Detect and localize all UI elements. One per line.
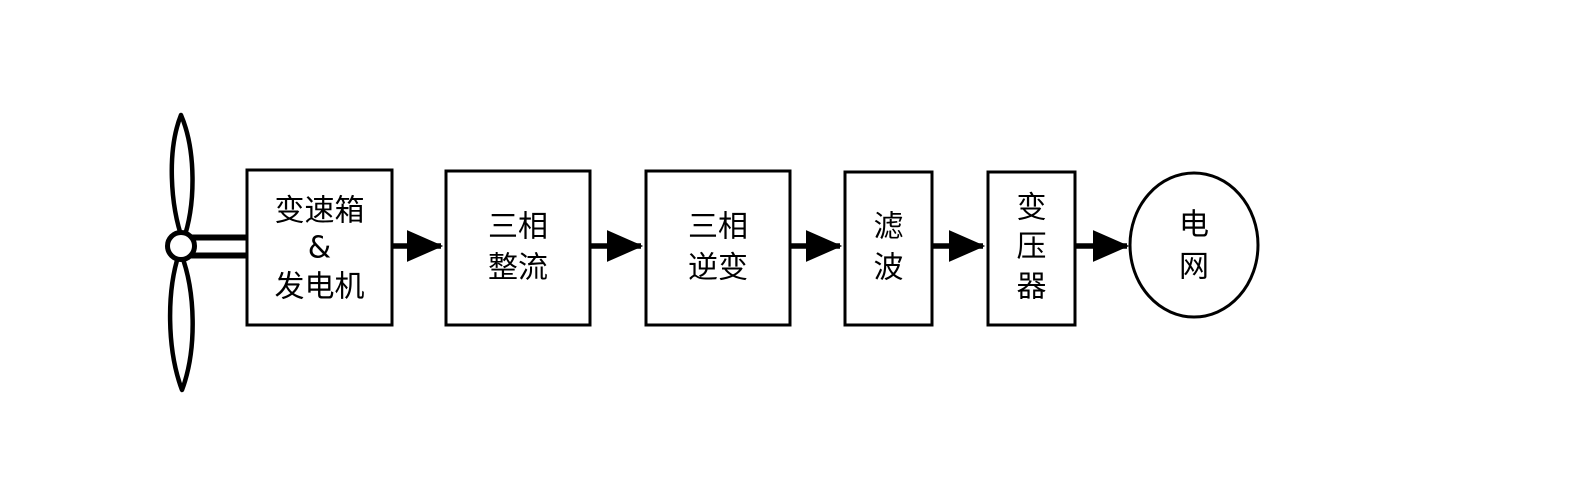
- turbine-hub-icon: [165, 230, 197, 262]
- node-three-phase-inverter-box[interactable]: [644, 169, 792, 327]
- node-transformer-label-line1: 变: [1017, 191, 1047, 226]
- node-gearbox-generator-label-line1: 变速箱: [275, 194, 365, 229]
- node-power-grid-label-line2: 网: [1179, 250, 1209, 285]
- wind-turbine: [165, 112, 252, 393]
- node-three-phase-rectifier[interactable]: 三相 整流: [444, 169, 592, 327]
- node-transformer[interactable]: 变 压 器: [986, 170, 1077, 327]
- node-power-grid-label-line1: 电: [1179, 208, 1209, 243]
- node-filter-label-line1: 滤: [874, 210, 904, 245]
- node-gearbox-generator-box[interactable]: [245, 168, 394, 327]
- node-power-grid-circle[interactable]: [1128, 171, 1260, 319]
- node-transformer-label-line2: 压: [1017, 230, 1047, 265]
- node-filter-label-line2: 波: [874, 251, 904, 286]
- turbine-blade-upper-icon: [169, 112, 195, 244]
- node-three-phase-inverter[interactable]: 三相 逆变: [644, 169, 792, 327]
- node-three-phase-inverter-label-line2: 逆变: [688, 251, 748, 286]
- node-three-phase-inverter-label-line1: 三相: [688, 210, 748, 245]
- rotor-shaft: [187, 234, 252, 259]
- node-transformer-box[interactable]: [986, 170, 1077, 327]
- node-filter[interactable]: 滤 波: [843, 170, 934, 327]
- node-transformer-label-line3: 器: [1017, 270, 1047, 305]
- node-three-phase-rectifier-label-line2: 整流: [488, 251, 548, 286]
- node-gearbox-generator-label-line2: &: [308, 231, 331, 266]
- turbine-blade-lower-icon: [167, 248, 195, 393]
- node-three-phase-rectifier-box[interactable]: [444, 169, 592, 327]
- node-power-grid[interactable]: 电 网: [1128, 171, 1260, 319]
- node-gearbox-generator[interactable]: 变速箱 & 发电机: [245, 168, 394, 327]
- node-filter-box[interactable]: [843, 170, 934, 327]
- node-gearbox-generator-label-line3: 发电机: [275, 270, 365, 305]
- node-three-phase-rectifier-label-line1: 三相: [488, 210, 548, 245]
